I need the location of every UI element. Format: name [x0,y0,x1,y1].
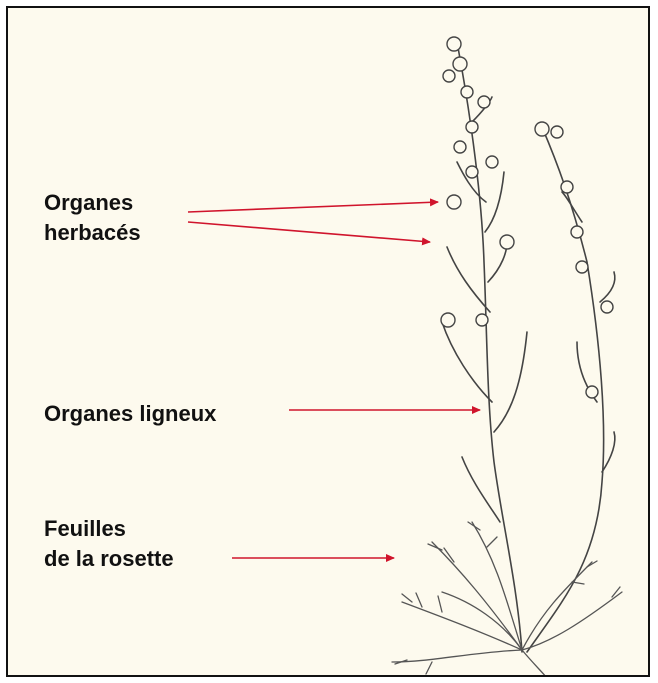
arrow-herbaceous-lower [188,222,430,242]
plant-stem-right [527,127,615,652]
diagram-frame: Organes herbacés Organes ligneux Feuille… [6,6,650,677]
plant-stem-left [442,42,527,652]
plant-illustration [8,8,650,677]
flower-heads [441,37,613,398]
label-woody-organs: Organes ligneux [44,399,216,429]
label-rosette-leaves: Feuilles de la rosette [44,514,174,574]
arrow-herbaceous-upper [188,202,438,212]
annotation-arrows [188,202,480,558]
label-herbaceous-organs: Organes herbacés [44,188,141,248]
